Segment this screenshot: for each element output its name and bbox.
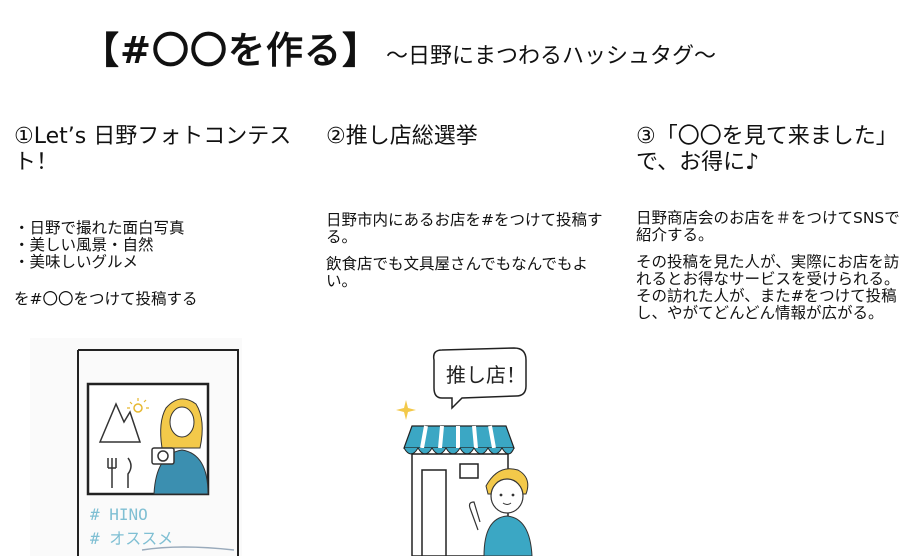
favorite-shop-illustration: 推し店！ bbox=[366, 336, 606, 557]
sparkle-icon bbox=[396, 400, 416, 420]
bullet-item: ・日野で撮れた面白写真 bbox=[14, 219, 185, 237]
hashtag-osusume: # オススメ bbox=[90, 529, 173, 548]
bullet-item: ・美しい風景・自然 bbox=[14, 236, 154, 254]
column-body: 日野商店会のお店を＃をつけてSNSで紹介する。 その投稿を見た人が、実際にお店を… bbox=[636, 210, 914, 332]
fork-icon bbox=[107, 458, 117, 488]
shop-window bbox=[459, 463, 479, 479]
column-favorite-shop: ②推し店総選挙 日野市内にあるお店を#をつけて投稿する。 飲食店でも文具屋さんで… bbox=[326, 124, 618, 290]
paragraph: 日野商店会のお店を＃をつけてSNSで紹介する。 bbox=[636, 209, 900, 244]
hashtag-hino: # HINO bbox=[90, 505, 148, 524]
bubble-text: 推し店！ bbox=[446, 363, 526, 387]
knife-icon bbox=[127, 457, 132, 488]
bullet-item: ・美味しいグルメ bbox=[14, 253, 139, 271]
photo-frame-drawing: # HINO # オススメ bbox=[77, 349, 239, 556]
photo-contest-illustration: # HINO # オススメ bbox=[30, 338, 242, 556]
column-heading: ③「〇〇を見て来ました」で、お得に♪ bbox=[636, 124, 898, 175]
column-heading: ①Let’s 日野フォトコンテスト！ bbox=[14, 124, 292, 175]
paragraph: その投稿を見た人が、実際にお店を訪れるとお得なサービスを受けられる。その訪れた人… bbox=[636, 253, 900, 322]
column-photo-contest: ①Let’s 日野フォトコンテスト！ ・日野で撮れた面白写真 ・美しい風景・自然… bbox=[14, 124, 312, 308]
shop-drawing: 推し店！ bbox=[396, 347, 533, 557]
title-main: 【#〇〇を作る】 bbox=[82, 29, 381, 72]
column-body: ・日野で撮れた面白写真 ・美しい風景・自然 ・美味しいグルメ を#〇〇をつけて投… bbox=[14, 220, 312, 308]
speech-bubble bbox=[432, 347, 527, 410]
shop-door bbox=[421, 469, 447, 557]
bullet-list: ・日野で撮れた面白写真 ・美しい風景・自然 ・美味しいグルメ bbox=[14, 220, 312, 271]
camera-icon bbox=[151, 447, 175, 465]
paragraph: 日野市内にあるお店を#をつけて投稿する。 bbox=[326, 211, 603, 246]
column-body: 日野市内にあるお店を#をつけて投稿する。 飲食店でも文具屋さんでもなんでもよい。 bbox=[326, 212, 618, 300]
page-title: 【#〇〇を作る】～日野にまつわるハッシュタグ～ bbox=[82, 20, 716, 74]
column-came-to-see: ③「〇〇を見て来ました」で、お得に♪ 日野商店会のお店を＃をつけてSNSで紹介す… bbox=[636, 124, 914, 322]
column-tail-text: を#〇〇をつけて投稿する bbox=[14, 290, 198, 308]
sun-icon bbox=[133, 403, 143, 413]
title-sub: ～日野にまつわるハッシュタグ～ bbox=[386, 44, 717, 69]
column-heading: ②推し店総選挙 bbox=[326, 124, 478, 149]
paragraph: 飲食店でも文具屋さんでもなんでもよい。 bbox=[326, 255, 588, 290]
mountain-icon bbox=[98, 402, 142, 443]
